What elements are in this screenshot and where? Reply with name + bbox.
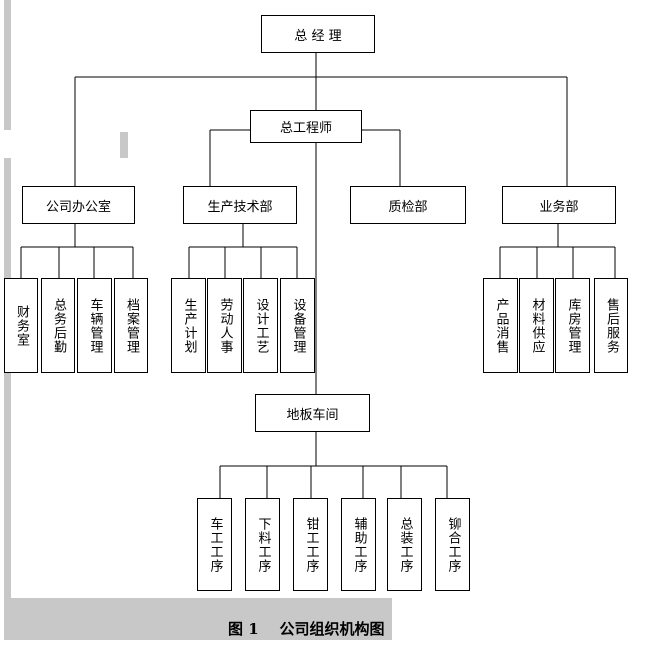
office-unit-box: 总务后勤 — [41, 278, 75, 373]
business-unit-box: 售后服务 — [594, 278, 628, 373]
workshop-unit-label: 钳工工序 — [303, 516, 319, 573]
office-unit-label: 总务后勤 — [51, 297, 66, 354]
production-unit-label: 劳动人事 — [217, 297, 233, 354]
business-unit-label: 材料供应 — [529, 297, 545, 354]
office-unit-box: 档案管理 — [114, 278, 148, 373]
production-dept-label: 生产技术部 — [207, 199, 273, 215]
small-gray-bar — [120, 132, 128, 158]
general-manager-label: 总 经 理 — [294, 28, 342, 44]
production-unit-box: 生产计划 — [171, 278, 206, 373]
office-unit-label: 档案管理 — [124, 297, 139, 354]
business-unit-label: 售后服务 — [604, 297, 619, 354]
production-unit-label: 设计工艺 — [253, 297, 269, 354]
production-unit-box: 劳动人事 — [207, 278, 242, 373]
office-dept-box: 公司办公室 — [22, 186, 135, 224]
production-dept-box: 生产技术部 — [183, 186, 297, 224]
office-dept-label: 公司办公室 — [45, 199, 111, 215]
workshop-unit-label: 车工工序 — [207, 516, 223, 573]
production-unit-box: 设备管理 — [280, 278, 315, 373]
workshop-unit-box: 车工工序 — [197, 498, 232, 591]
workshop-unit-label: 下料工序 — [255, 516, 271, 573]
business-unit-box: 产品消售 — [483, 278, 518, 373]
production-unit-box: 设计工艺 — [243, 278, 278, 373]
workshop-unit-label: 辅助工序 — [351, 516, 367, 573]
left-gray-bar-bottom — [4, 158, 11, 638]
workshop-unit-box: 总装工序 — [387, 498, 422, 591]
chief-engineer-label: 总工程师 — [279, 121, 332, 136]
workshop-unit-label: 铆合工序 — [445, 516, 461, 573]
left-gray-bar-top — [4, 0, 11, 130]
office-unit-box: 财务室 — [4, 278, 38, 373]
business-unit-box: 材料供应 — [519, 278, 554, 373]
production-unit-label: 设备管理 — [290, 297, 306, 354]
quality-dept-label: 质检部 — [388, 199, 428, 215]
workshop-box: 地板车间 — [255, 394, 370, 432]
office-unit-box: 车辆管理 — [77, 278, 112, 373]
business-unit-label: 产品消售 — [493, 297, 509, 354]
workshop-unit-box: 下料工序 — [245, 498, 280, 591]
business-dept-label: 业务部 — [539, 199, 579, 215]
workshop-label: 地板车间 — [286, 407, 339, 423]
quality-dept-box: 质检部 — [350, 186, 466, 224]
workshop-unit-box: 辅助工序 — [341, 498, 376, 591]
workshop-unit-label: 总装工序 — [397, 516, 413, 573]
business-unit-box: 库房管理 — [555, 278, 590, 373]
general-manager-box: 总 经 理 — [261, 15, 375, 53]
office-unit-label: 车辆管理 — [87, 297, 103, 354]
workshop-unit-box: 钳工工序 — [293, 498, 328, 591]
caption-background — [4, 598, 392, 640]
workshop-unit-box: 铆合工序 — [435, 498, 470, 591]
chief-engineer-box: 总工程师 — [250, 110, 362, 143]
figure-caption: 图 1 公司组织机构图 — [228, 620, 385, 638]
production-unit-label: 生产计划 — [181, 297, 197, 354]
business-dept-box: 业务部 — [502, 186, 616, 224]
office-unit-label: 财务室 — [14, 304, 29, 347]
business-unit-label: 库房管理 — [565, 297, 581, 354]
